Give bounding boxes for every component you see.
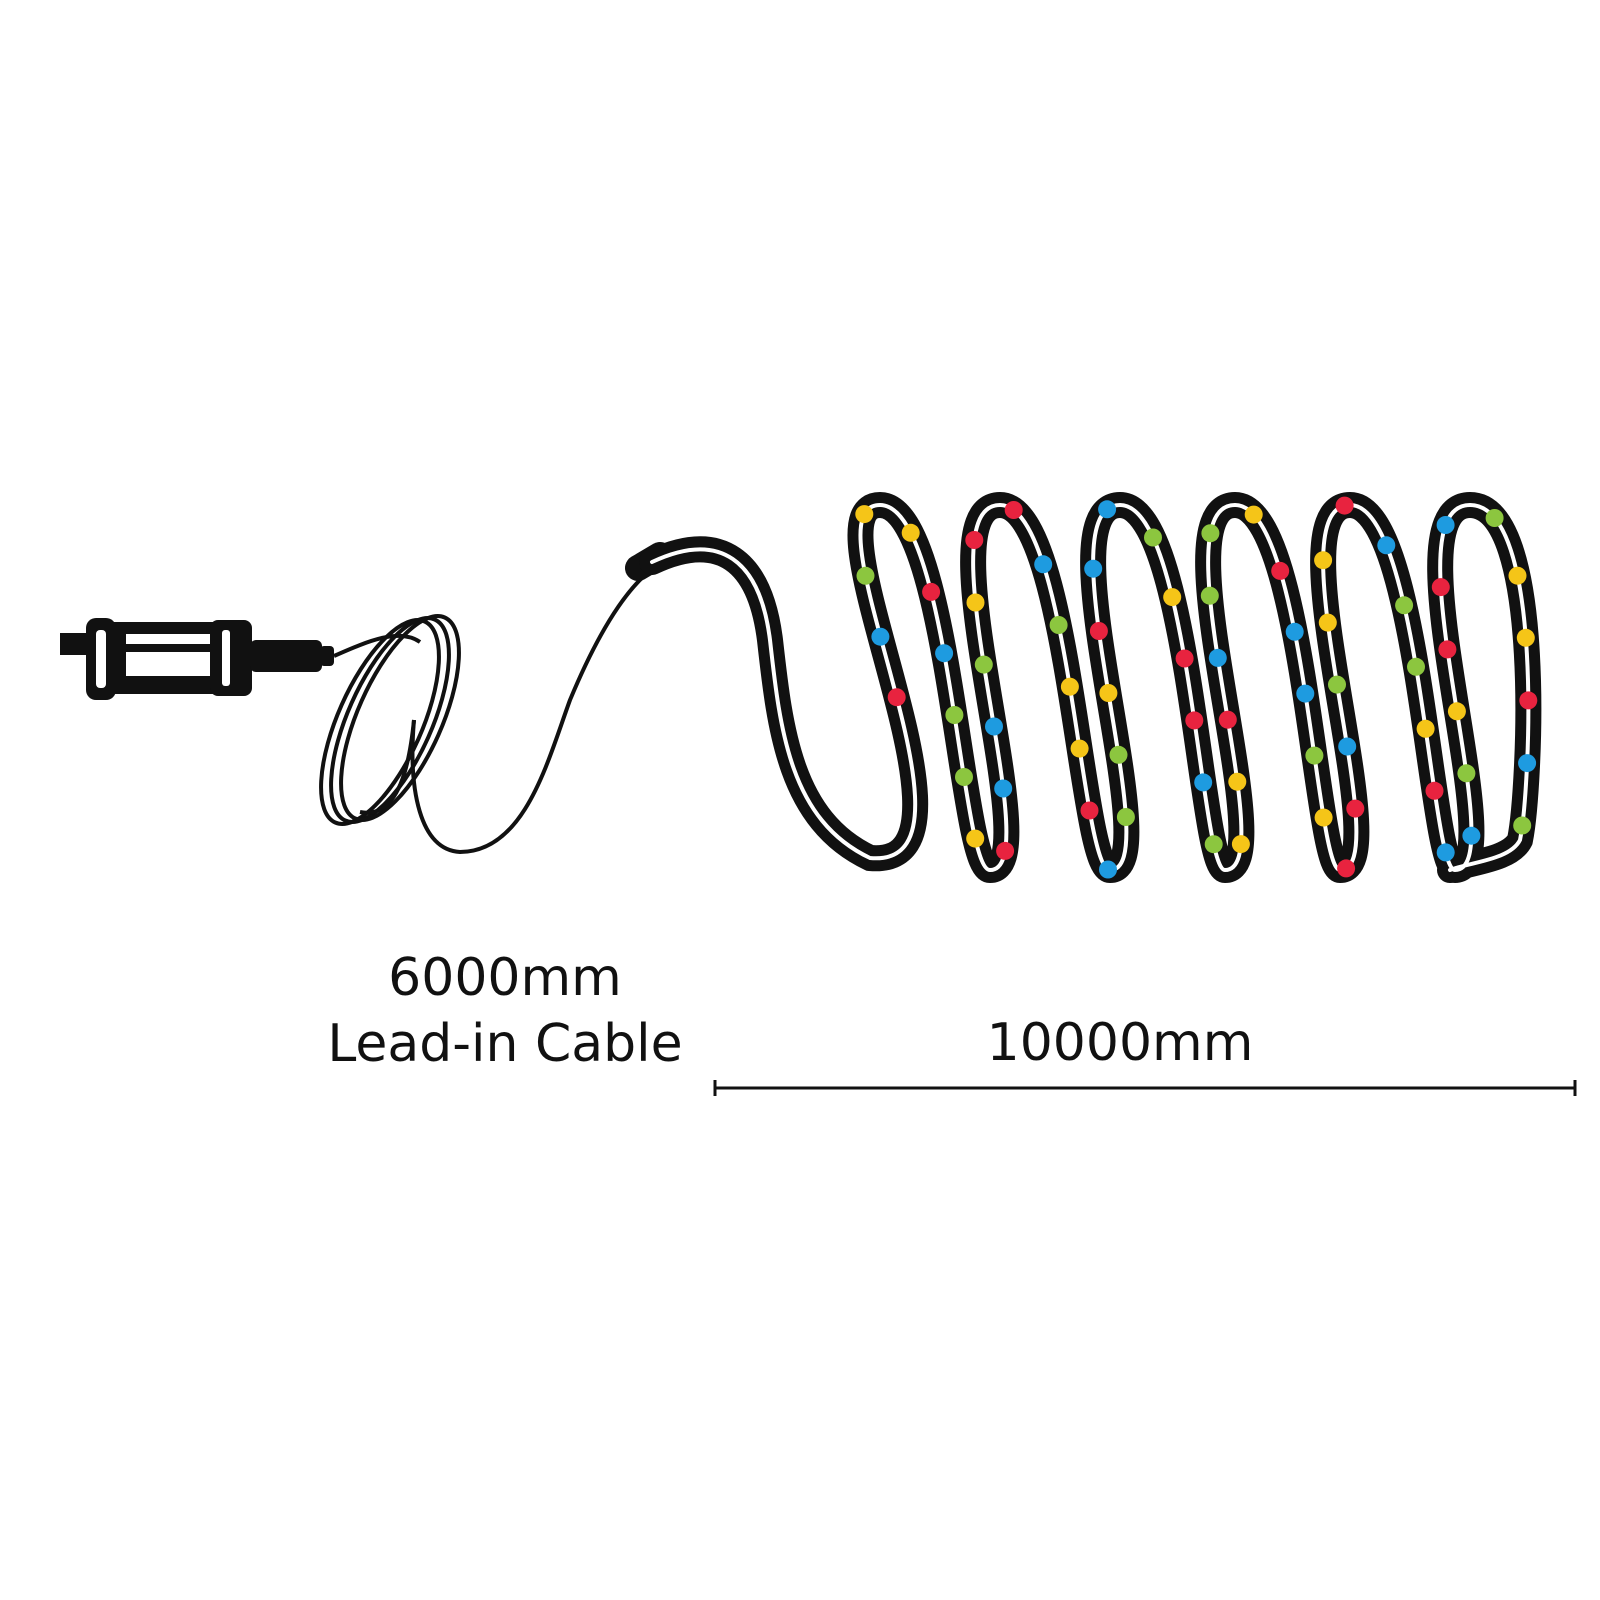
bulb-icon xyxy=(1485,509,1504,527)
bulb-icon xyxy=(985,717,1003,736)
bulb-icon xyxy=(1099,684,1118,702)
bulb-icon xyxy=(1204,835,1223,854)
bulb-icon xyxy=(1098,500,1117,519)
bulb-icon xyxy=(1425,781,1444,800)
bulb-icon xyxy=(1084,559,1103,578)
bulb-icon xyxy=(1175,649,1194,668)
bulb-icon xyxy=(1244,505,1263,524)
bulbs-group xyxy=(855,496,1538,879)
bulb-icon xyxy=(1144,528,1162,547)
bulb-icon xyxy=(1200,586,1219,605)
bulb-icon xyxy=(1201,524,1220,543)
bulb-icon xyxy=(935,644,954,663)
bulb-icon xyxy=(1519,691,1538,710)
bulb-icon xyxy=(922,582,941,601)
bulb-icon xyxy=(966,829,985,848)
bulb-icon xyxy=(1099,860,1117,879)
length-dimension-line xyxy=(713,1080,1577,1096)
bulb-icon xyxy=(955,768,973,786)
lead-in-cable-coil xyxy=(319,614,461,826)
bulb-icon xyxy=(1109,745,1128,764)
bulb-icon xyxy=(1431,578,1450,597)
bulb-icon xyxy=(1335,496,1354,515)
bulb-icon xyxy=(1314,551,1333,570)
bulb-icon xyxy=(1377,536,1396,555)
bulb-icon xyxy=(1218,710,1237,729)
bulb-icon xyxy=(1228,772,1247,791)
bulb-icon xyxy=(965,531,984,549)
bulb-icon xyxy=(1004,501,1023,519)
bulb-icon xyxy=(1513,816,1532,835)
bulb-icon xyxy=(1314,808,1333,827)
bulb-icon xyxy=(1436,516,1455,534)
bulb-icon xyxy=(1116,808,1135,826)
bulb-icon xyxy=(1089,622,1108,640)
bulb-icon xyxy=(901,523,920,542)
bulb-icon xyxy=(855,505,874,524)
bulb-icon xyxy=(1328,675,1346,694)
bulb-icon xyxy=(1231,835,1250,854)
bulb-icon xyxy=(1457,764,1476,783)
bulb-icon xyxy=(1034,555,1053,574)
string-length-label: 10000mm xyxy=(986,1013,1254,1073)
bulb-icon xyxy=(1194,773,1213,792)
plug-connector-icon xyxy=(60,618,334,700)
bulb-icon xyxy=(1208,648,1227,667)
bulb-icon xyxy=(1395,596,1414,615)
bulb-icon xyxy=(945,706,964,724)
bulb-icon xyxy=(1060,677,1079,696)
bulb-icon xyxy=(1407,657,1425,676)
bulb-icon xyxy=(1285,622,1304,641)
bulb-icon xyxy=(1436,843,1455,862)
bulb-icon xyxy=(994,779,1013,798)
lead-in-cable xyxy=(410,573,647,855)
bulb-icon xyxy=(1416,719,1435,738)
lead-in-length: 6000mm xyxy=(388,948,622,1008)
bulb-icon xyxy=(871,627,890,646)
bulb-icon xyxy=(887,688,906,707)
bulb-icon xyxy=(1080,801,1099,820)
bulb-icon xyxy=(966,593,985,612)
bulb-icon xyxy=(1462,826,1481,845)
bulb-icon xyxy=(1518,754,1537,773)
bulb-icon xyxy=(1337,859,1356,878)
bulb-icon xyxy=(856,566,875,585)
bulb-icon xyxy=(1338,737,1357,756)
bulb-icon xyxy=(1508,566,1527,585)
bulb-icon xyxy=(974,655,993,674)
bulb-icon xyxy=(1305,746,1324,765)
bulb-icon xyxy=(1438,640,1457,659)
lead-in-label-group: 6000mm Lead-in Cable xyxy=(300,945,710,1077)
bulb-icon xyxy=(1296,684,1315,703)
bulb-icon xyxy=(1070,739,1089,758)
bulb-icon xyxy=(1163,588,1182,607)
lead-in-label: Lead-in Cable xyxy=(327,1014,683,1074)
bulb-icon xyxy=(996,841,1015,860)
bulb-icon xyxy=(1271,561,1290,580)
bulb-icon xyxy=(1049,616,1068,634)
bulb-icon xyxy=(1185,711,1204,730)
bulb-icon xyxy=(1346,799,1365,818)
bulb-icon xyxy=(1318,613,1337,632)
bulb-icon xyxy=(1516,628,1535,647)
bulb-icon xyxy=(1447,702,1466,721)
